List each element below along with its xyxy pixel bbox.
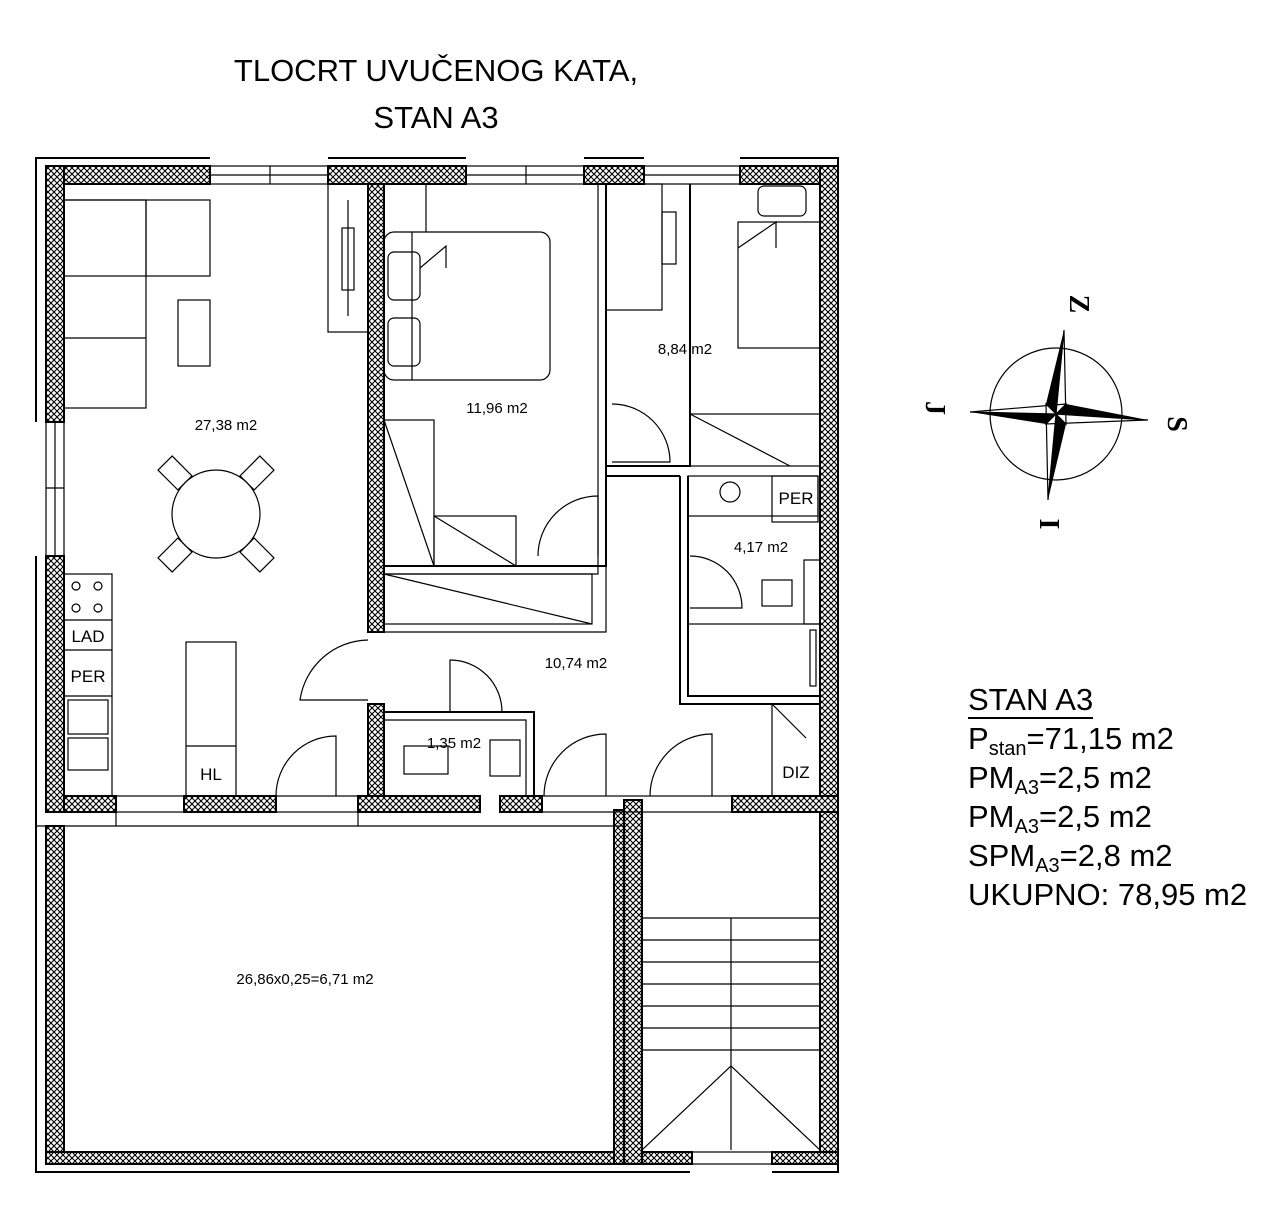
area-summary: STAN A3 Pstan=71,15 m2 PMA3=2,5 m2 PMA3=…: [968, 680, 1268, 914]
label-hl: HL: [200, 765, 222, 784]
bedroom1-furniture: [383, 184, 593, 625]
summary-row: SPMA3=2,8 m2: [968, 838, 1173, 877]
label-lad: LAD: [71, 627, 104, 646]
compass-rose: Z J S I: [919, 295, 1192, 530]
label-per-kitchen: PER: [71, 667, 106, 686]
summary-row: PMA3=2,5 m2: [968, 799, 1152, 838]
dining-table: [157, 455, 275, 573]
summary-row: PMA3=2,5 m2: [968, 760, 1152, 799]
bathroom-fixtures: [687, 475, 821, 797]
area-living: 27,38 m2: [195, 417, 258, 434]
plan-title-line2: STAN A3: [373, 100, 498, 135]
area-wc: 1,35 m2: [427, 735, 481, 752]
compass-south: J: [919, 401, 950, 415]
summary-heading: STAN A3: [968, 682, 1094, 719]
hatched-walls: [45, 165, 839, 1165]
doors: [275, 403, 743, 797]
compass-north: Z: [1063, 295, 1094, 314]
bedroom2-furniture: [605, 183, 821, 349]
summary-row: Pstan=71,15 m2: [968, 721, 1174, 760]
summary-total: UKUPNO: 78,95 m2: [968, 877, 1248, 912]
area-bedroom2: 8,84 m2: [658, 341, 712, 358]
exterior-wall-outline: [35, 157, 839, 1173]
windows: [36, 165, 773, 1165]
plan-title-line1: TLOCRT UVUČENOG KATA,: [234, 53, 638, 88]
area-bedroom1: 11,96 m2: [466, 400, 527, 417]
label-per-bath: PER: [779, 489, 814, 508]
staircase: [641, 917, 821, 1151]
label-diz: DIZ: [782, 763, 809, 782]
wc-fixtures: [403, 739, 521, 777]
compass-east: S: [1161, 416, 1192, 432]
kitchen: [63, 573, 237, 797]
area-hall: 10,74 m2: [545, 655, 608, 672]
living-furniture: [63, 183, 369, 409]
area-bathroom: 4,17 m2: [734, 539, 788, 556]
compass-west: I: [1033, 519, 1064, 530]
area-terrace: 26,86x0,25=6,71 m2: [236, 971, 373, 988]
interior-partitions: [368, 184, 821, 796]
